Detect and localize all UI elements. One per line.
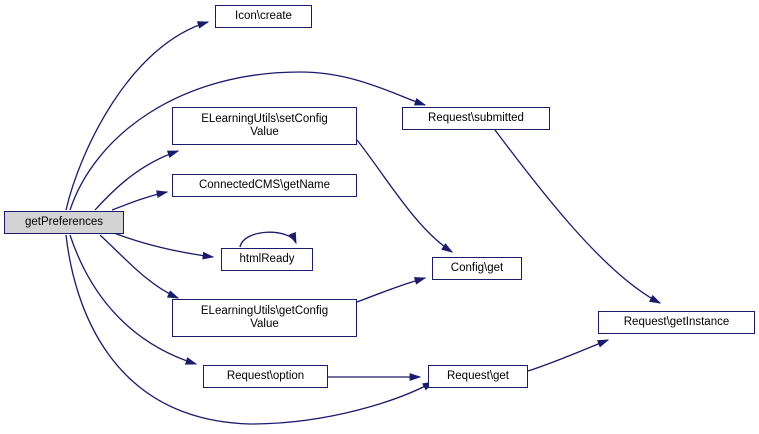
edge-requestGet-requestGetInstance <box>527 339 610 372</box>
node-config-get[interactable]: Config\get <box>432 257 522 280</box>
edge-getPreferences-requestOption <box>69 234 198 365</box>
node-request-submitted[interactable]: Request\submitted <box>402 107 550 130</box>
edge-eluSetConfigValue-configGet <box>356 139 454 253</box>
node-elearningutils-getconfigvalue[interactable]: ELearningUtils\getConfig Value <box>172 299 357 337</box>
node-icon-create[interactable]: Icon\create <box>215 5 312 28</box>
edge-getPreferences-htmlReady <box>113 232 215 260</box>
edge-getPreferences-eluGetConfigValue <box>99 234 180 299</box>
node-getPreferences[interactable]: getPreferences <box>4 211 124 234</box>
node-htmlready[interactable]: htmlReady <box>221 248 313 271</box>
node-request-option[interactable]: Request\option <box>203 365 328 388</box>
edge-getPreferences-requestSubmitted <box>69 71 427 211</box>
edge-requestSubmitted-requestGetInstance <box>494 129 662 304</box>
edge-eluGetConfigValue-configGet <box>356 277 427 303</box>
edge-getPreferences-eluSetConfigValue <box>94 150 180 211</box>
edge-getPreferences-iconCreate <box>65 21 210 211</box>
edge-htmlReady-htmlReady <box>239 231 297 248</box>
node-request-getinstance[interactable]: Request\getInstance <box>598 311 755 334</box>
node-connectedcms-getname[interactable]: ConnectedCMS\getName <box>172 174 357 197</box>
node-elearningutils-setconfigvalue[interactable]: ELearningUtils\setConfig Value <box>172 107 357 145</box>
node-request-get[interactable]: Request\get <box>428 365 528 388</box>
edge-getPreferences-connectedCMSGetName <box>111 190 169 211</box>
edge-getPreferences-requestGet <box>65 234 435 425</box>
